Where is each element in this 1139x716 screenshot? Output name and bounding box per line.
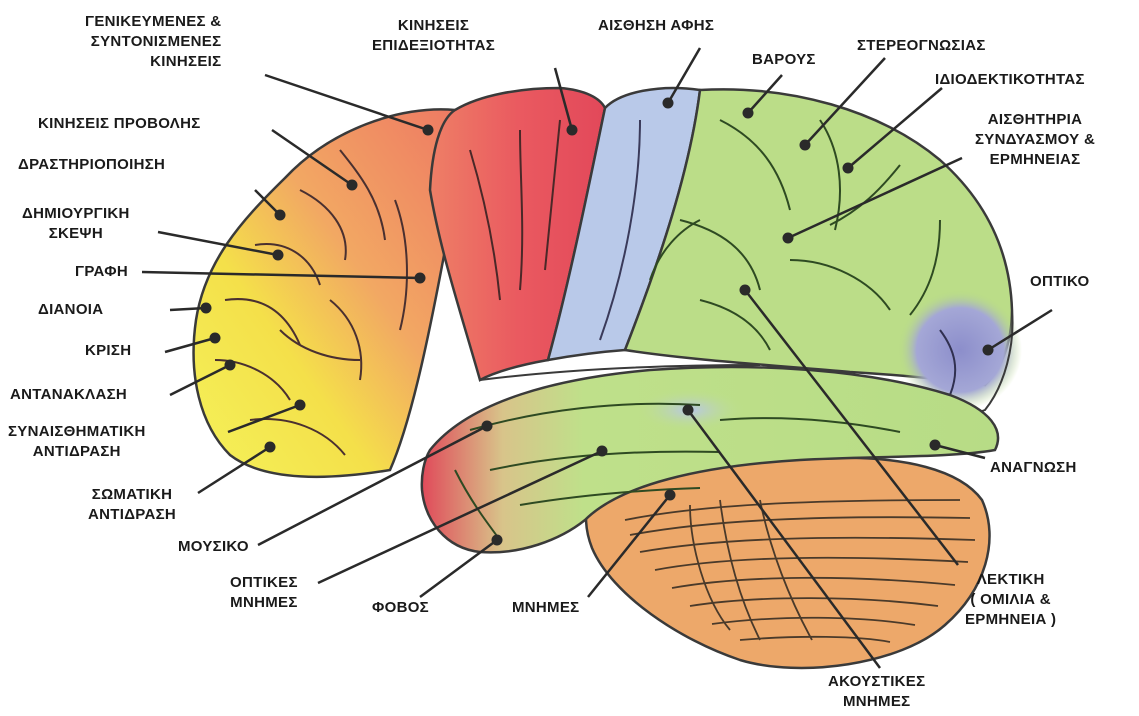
label-creative-thinking: ΔΗΜΙΟΥΡΓΙΚΗ ΣΚΕΨΗ bbox=[22, 204, 130, 244]
label-bodily-response: ΣΩΜΑΤΙΚΗ ΑΝΤΙΔΡΑΣΗ bbox=[88, 485, 176, 525]
label-line: ΑΙΣΘΗΤΗΡΙΑ bbox=[975, 110, 1095, 130]
label-line: ΜΝΗΜΕΣ bbox=[512, 598, 579, 618]
label-music: ΜΟΥΣΙΚΟ bbox=[178, 537, 249, 557]
label-line: ΑΙΣΘΗΣΗ ΑΦΗΣ bbox=[598, 16, 714, 36]
label-line: ΑΝΤΙΔΡΑΣΗ bbox=[88, 505, 176, 525]
label-line: ΑΚΟΥΣΤΙΚΕΣ bbox=[828, 672, 925, 692]
label-emotional-response: ΣΥΝΑΙΣΘΗΜΑΤΙΚΗ ΑΝΤΙΔΡΑΣΗ bbox=[8, 422, 146, 462]
label-line: ΑΝΤΑΝΑΚΛΑΣΗ bbox=[10, 385, 127, 405]
label-line: ( ΟΜΙΛΙΑ & bbox=[965, 590, 1056, 610]
label-line: ΣΩΜΑΤΙΚΗ bbox=[88, 485, 176, 505]
label-writing: ΓΡΑΦΗ bbox=[75, 262, 128, 282]
label-line: ΑΝΤΙΔΡΑΣΗ bbox=[8, 442, 146, 462]
label-line: ΣΥΝΔΥΑΣΜΟΥ & bbox=[975, 130, 1095, 150]
cerebellum bbox=[586, 458, 989, 668]
label-line: ΛΕΚΤΙΚΗ bbox=[965, 570, 1056, 590]
label-weight: ΒΑΡΟΥΣ bbox=[752, 50, 816, 70]
label-visual-memories: ΟΠΤΙΚΕΣ ΜΝΗΜΕΣ bbox=[230, 573, 298, 613]
label-line: ΓΕΝΙΚΕΥΜΕΝΕΣ & bbox=[85, 12, 221, 32]
label-verbal: ΛΕΚΤΙΚΗ ( ΟΜΙΛΙΑ & ΕΡΜΗΝΕΙΑ ) bbox=[965, 570, 1056, 630]
label-line: ΣΚΕΨΗ bbox=[22, 224, 130, 244]
label-line: ΔΙΑΝΟΙΑ bbox=[38, 300, 103, 320]
label-visual: ΟΠΤΙΚΟ bbox=[1030, 272, 1089, 292]
label-line: ΕΠΙΔΕΞΙΟΤΗΤΑΣ bbox=[372, 36, 495, 56]
label-line: ΣΤΕΡΕΟΓΝΩΣΙΑΣ bbox=[857, 36, 986, 56]
label-line: ΚΙΝΗΣΕΙΣ bbox=[85, 52, 221, 72]
label-line: ΕΡΜΗΝΕΙΑΣ bbox=[975, 150, 1095, 170]
label-skilled-movements: ΚΙΝΗΣΕΙΣ ΕΠΙΔΕΞΙΟΤΗΤΑΣ bbox=[372, 16, 495, 56]
label-line: ΟΠΤΙΚΟ bbox=[1030, 272, 1089, 292]
label-line: ΓΡΑΦΗ bbox=[75, 262, 128, 282]
label-reading: ΑΝΑΓΝΩΣΗ bbox=[990, 458, 1077, 478]
label-line: ΚΙΝΗΣΕΙΣ bbox=[372, 16, 495, 36]
label-memories: ΜΝΗΜΕΣ bbox=[512, 598, 579, 618]
label-auditory-memories: ΑΚΟΥΣΤΙΚΕΣ ΜΝΗΜΕΣ bbox=[828, 672, 925, 712]
label-association-areas: ΑΙΣΘΗΤΗΡΙΑ ΣΥΝΔΥΑΣΜΟΥ & ΕΡΜΗΝΕΙΑΣ bbox=[975, 110, 1095, 170]
label-reflection: ΑΝΤΑΝΑΚΛΑΣΗ bbox=[10, 385, 127, 405]
label-projection-movements: ΚΙΝΗΣΕΙΣ ΠΡΟΒΟΛΗΣ bbox=[38, 114, 201, 134]
label-line: ΒΑΡΟΥΣ bbox=[752, 50, 816, 70]
label-line: ΔΡΑΣΤΗΡΙΟΠΟΙΗΣΗ bbox=[18, 155, 165, 175]
label-line: ΑΝΑΓΝΩΣΗ bbox=[990, 458, 1077, 478]
label-touch-sense: ΑΙΣΘΗΣΗ ΑΦΗΣ bbox=[598, 16, 714, 36]
label-line: ΣΥΝΑΙΣΘΗΜΑΤΙΚΗ bbox=[8, 422, 146, 442]
label-line: ΙΔΙΟΔΕΚΤΙΚΟΤΗΤΑΣ bbox=[935, 70, 1085, 90]
label-judgement: ΚΡΙΣΗ bbox=[85, 341, 131, 361]
label-activation: ΔΡΑΣΤΗΡΙΟΠΟΙΗΣΗ bbox=[18, 155, 165, 175]
label-fear: ΦΟΒΟΣ bbox=[372, 598, 429, 618]
label-line: ΜΝΗΜΕΣ bbox=[828, 692, 925, 712]
label-line: ΦΟΒΟΣ bbox=[372, 598, 429, 618]
label-intellect: ΔΙΑΝΟΙΑ bbox=[38, 300, 103, 320]
label-line: ΕΡΜΗΝΕΙΑ ) bbox=[965, 610, 1056, 630]
label-line: ΚΙΝΗΣΕΙΣ ΠΡΟΒΟΛΗΣ bbox=[38, 114, 201, 134]
label-line: ΜΟΥΣΙΚΟ bbox=[178, 537, 249, 557]
label-line: ΜΝΗΜΕΣ bbox=[230, 593, 298, 613]
label-line: ΟΠΤΙΚΕΣ bbox=[230, 573, 298, 593]
label-proprioception: ΙΔΙΟΔΕΚΤΙΚΟΤΗΤΑΣ bbox=[935, 70, 1085, 90]
label-line: ΔΗΜΙΟΥΡΓΙΚΗ bbox=[22, 204, 130, 224]
label-generalized-movements: ΓΕΝΙΚΕΥΜΕΝΕΣ & ΣΥΝΤΟΝΙΣΜΕΝΕΣ ΚΙΝΗΣΕΙΣ bbox=[85, 12, 221, 72]
label-line: ΚΡΙΣΗ bbox=[85, 341, 131, 361]
label-line: ΣΥΝΤΟΝΙΣΜΕΝΕΣ bbox=[85, 32, 221, 52]
label-stereognosis: ΣΤΕΡΕΟΓΝΩΣΙΑΣ bbox=[857, 36, 986, 56]
